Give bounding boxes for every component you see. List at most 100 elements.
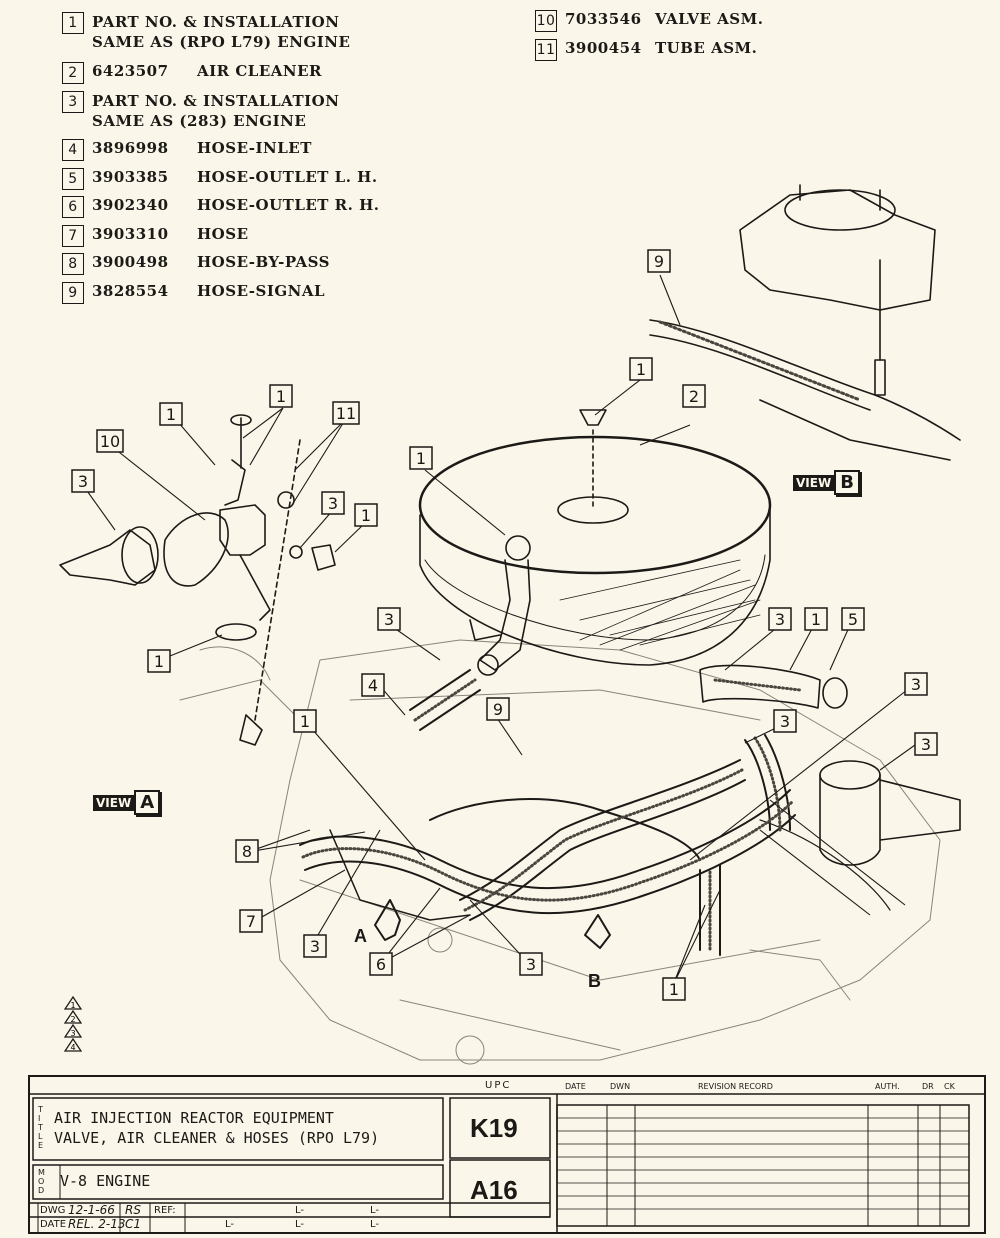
callout-1: 1 [409, 446, 433, 470]
callout-3: 3 [904, 672, 928, 696]
part-number: 7033546 [565, 10, 642, 28]
legend-number: 1 [62, 12, 84, 34]
carburetor-view-b [649, 184, 961, 461]
callout-7: 7 [239, 909, 263, 933]
svg-text:4: 4 [70, 1043, 75, 1052]
svg-text:1: 1 [669, 980, 679, 999]
model-label: MOD [38, 1168, 45, 1195]
callout-1: 1 [629, 357, 653, 381]
l-mark: L- [295, 1205, 305, 1216]
svg-text:3: 3 [775, 610, 785, 629]
callout-1: 1 [293, 709, 317, 733]
callout-1: 1 [354, 503, 378, 527]
callout-9: 9 [647, 249, 671, 273]
legend-item-2: 2 6423507 AIR CLEANER [62, 62, 322, 84]
legend-item-1: 1 PART NO. & INSTALLATION SAME AS (RPO L… [62, 12, 350, 52]
diagram-letter-a: A [354, 926, 367, 946]
part-number: 3900454 [565, 39, 642, 57]
legend-item-8: 8 3900498 HOSE-BY-PASS [62, 253, 330, 275]
callout-11: 11 [332, 401, 360, 425]
group-code: A16 [470, 1175, 518, 1205]
part-description: HOSE-SIGNAL [197, 282, 326, 300]
view-a-tag: VIEW A [93, 790, 161, 815]
title-block: UPC DATE DWN REVISION RECORD AUTH. DR CK… [28, 1075, 986, 1234]
legend-number: 8 [62, 253, 84, 275]
revision-triangle-1: 1 [63, 995, 83, 1013]
view-letter: B [834, 470, 860, 495]
dwg-init: RS [125, 1203, 141, 1217]
part-description: VALVE ASM. [655, 10, 764, 28]
view-word: VIEW [793, 474, 835, 491]
callout-3: 3 [773, 709, 797, 733]
svg-text:1: 1 [811, 610, 821, 629]
part-number: 3903310 [92, 225, 169, 243]
part-description: HOSE-INLET [197, 139, 312, 157]
callout-5: 5 [841, 607, 865, 631]
svg-text:9: 9 [493, 700, 503, 719]
svg-text:3: 3 [70, 1029, 75, 1038]
svg-text:1: 1 [70, 1001, 75, 1010]
ref-label: REF: [154, 1205, 176, 1216]
callout-3: 3 [519, 952, 543, 976]
revision-triangle-4: 4 [63, 1037, 83, 1055]
svg-text:3: 3 [921, 735, 931, 754]
legend-number: 3 [62, 91, 84, 113]
view-word: VIEW [93, 794, 135, 811]
legend-text: PART NO. & INSTALLATION [92, 92, 340, 110]
svg-text:3: 3 [911, 675, 921, 694]
legend-number: 10 [535, 10, 557, 32]
legend-item-4: 4 3896998 HOSE-INLET [62, 139, 312, 161]
title-block-grid [30, 1093, 984, 1232]
part-description: HOSE-OUTLET L. H. [197, 168, 378, 186]
part-number: 3896998 [92, 139, 169, 157]
part-number: 3902340 [92, 196, 169, 214]
legend-item-10: 10 7033546 VALVE ASM. [535, 10, 763, 32]
title-line-1: AIR INJECTION REACTOR EQUIPMENT [54, 1109, 334, 1127]
svg-text:3: 3 [384, 610, 394, 629]
revision-triangle-2: 2 [63, 1009, 83, 1027]
legend-item-5: 5 3903385 HOSE-OUTLET L. H. [62, 168, 378, 190]
hose-texture [301, 678, 802, 954]
legend-item-7: 7 3903310 HOSE [62, 225, 249, 247]
callout-3: 3 [71, 469, 95, 493]
callout-1: 1 [662, 977, 686, 1001]
svg-text:5: 5 [848, 610, 858, 629]
svg-text:1: 1 [636, 360, 646, 379]
callout-6: 6 [369, 952, 393, 976]
svg-text:3: 3 [526, 955, 536, 974]
diagram-letter-b: B [588, 971, 601, 991]
air-cleaner-drawing [418, 409, 772, 671]
callout-2: 2 [682, 384, 706, 408]
part-description: HOSE [197, 225, 249, 243]
legend-number: 2 [62, 62, 84, 84]
callout-9: 9 [486, 697, 510, 721]
callout-3: 3 [303, 934, 327, 958]
legend-text: PART NO. & INSTALLATION [92, 13, 340, 31]
callout-10: 10 [96, 429, 124, 453]
svg-text:1: 1 [300, 712, 310, 731]
legend-item-3: 3 PART NO. & INSTALLATION SAME AS (283) … [62, 91, 339, 131]
callout-8: 8 [235, 839, 259, 863]
svg-text:7: 7 [246, 912, 256, 931]
diverter-valve-drawing [59, 414, 336, 746]
legend-item-9: 9 3828554 HOSE-SIGNAL [62, 282, 325, 304]
svg-text:1: 1 [416, 449, 426, 468]
l-mark: L- [225, 1219, 235, 1230]
part-description: HOSE-BY-PASS [197, 253, 331, 271]
legend-item-11: 11 3900454 TUBE ASM. [535, 39, 757, 61]
callout-3: 3 [768, 607, 792, 631]
date-value: REL. 2-13 [68, 1217, 126, 1231]
svg-text:2: 2 [70, 1015, 75, 1024]
date-label: DATE [40, 1219, 67, 1230]
svg-text:3: 3 [780, 712, 790, 731]
view-letter: A [134, 790, 161, 815]
legend-item-6: 6 3902340 HOSE-OUTLET R. H. [62, 196, 380, 218]
l-mark: L- [370, 1205, 380, 1216]
svg-text:11: 11 [336, 404, 356, 423]
revision-triangle-3: 3 [63, 1023, 83, 1041]
part-number: 3828554 [92, 282, 169, 300]
l-mark: L- [370, 1219, 380, 1230]
svg-text:2: 2 [689, 387, 699, 406]
dwg-date: 12-1-66 [68, 1203, 115, 1217]
svg-text:1: 1 [154, 652, 164, 671]
